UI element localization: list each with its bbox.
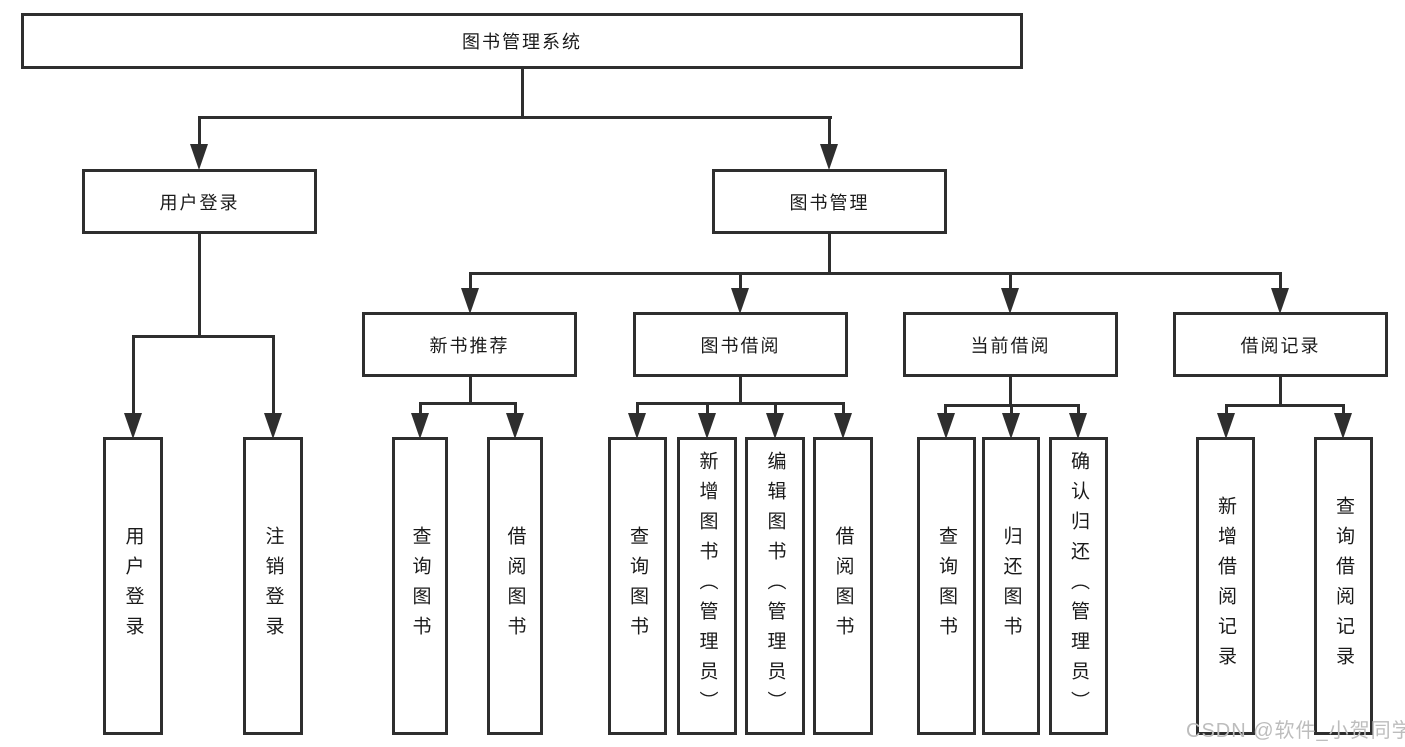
node-edit-books-admin: 编辑图书（管理员）	[745, 437, 805, 735]
connector-line	[635, 402, 639, 420]
connector-line	[468, 377, 472, 405]
connector-line	[773, 402, 777, 420]
connector-line	[1009, 404, 1013, 420]
arrow-down-icon	[461, 288, 479, 314]
arrow-down-icon	[190, 144, 208, 170]
node-book-borrowing: 图书借阅	[633, 312, 848, 377]
arrow-down-icon	[124, 413, 142, 439]
arrow-down-icon	[1001, 288, 1019, 314]
connector-line	[197, 234, 201, 337]
connector-line	[841, 402, 845, 420]
arrow-down-icon	[1334, 413, 1352, 439]
connector-line	[738, 271, 742, 294]
arrow-down-icon	[1069, 413, 1087, 439]
connector-line	[520, 68, 524, 117]
node-book-management: 图书管理	[712, 169, 947, 234]
connector-line	[1341, 404, 1345, 420]
arrow-down-icon	[628, 413, 646, 439]
arrow-down-icon	[411, 413, 429, 439]
node-add-borrow-record: 新增借阅记录	[1196, 437, 1255, 735]
connector-line	[738, 377, 742, 405]
node-logout: 注销登录	[243, 437, 303, 735]
connector-line	[1278, 271, 1282, 294]
connector-line	[1076, 404, 1080, 420]
connector-line	[418, 402, 517, 405]
connector-line	[1008, 271, 1012, 294]
arrow-down-icon	[264, 413, 282, 439]
node-confirm-return-admin: 确认归还（管理员）	[1049, 437, 1108, 735]
node-user-login-leaf: 用户登录	[103, 437, 163, 735]
connector-line	[197, 115, 201, 156]
node-borrowing-records: 借阅记录	[1173, 312, 1388, 377]
arrow-down-icon	[731, 288, 749, 314]
connector-line	[131, 334, 135, 420]
arrow-down-icon	[506, 413, 524, 439]
connector-line	[131, 334, 275, 338]
connector-line	[513, 402, 517, 420]
node-current-borrowing: 当前借阅	[903, 312, 1118, 377]
connector-line	[468, 271, 472, 294]
connector-line	[635, 402, 845, 405]
arrow-down-icon	[1217, 413, 1235, 439]
node-new-book-recommendation: 新书推荐	[362, 312, 577, 377]
connector-line	[1224, 404, 1345, 407]
connector-line	[827, 115, 831, 156]
arrow-down-icon	[937, 413, 955, 439]
connector-line	[468, 271, 1282, 275]
node-user-login: 用户登录	[82, 169, 317, 234]
node-borrow-books-recommend: 借阅图书	[487, 437, 543, 735]
connector-line	[1278, 377, 1282, 407]
arrow-down-icon	[1002, 413, 1020, 439]
arrow-down-icon	[766, 413, 784, 439]
connector-line	[418, 402, 422, 420]
connector-line	[1224, 404, 1228, 420]
node-query-books-current: 查询图书	[917, 437, 976, 735]
connector-line	[197, 115, 832, 119]
node-query-borrow-record: 查询借阅记录	[1314, 437, 1373, 735]
node-query-books-borrowing: 查询图书	[608, 437, 667, 735]
node-return-books: 归还图书	[982, 437, 1040, 735]
csdn-watermark: CSDN @软件_小贺同学	[1186, 720, 1405, 742]
node-borrow-books: 借阅图书	[813, 437, 873, 735]
node-query-books-recommend: 查询图书	[392, 437, 448, 735]
arrow-down-icon	[820, 144, 838, 170]
arrow-down-icon	[1271, 288, 1289, 314]
connector-line	[827, 234, 831, 274]
connector-line	[271, 334, 275, 420]
node-add-books-admin: 新增图书（管理员）	[677, 437, 737, 735]
node-book-management-system: 图书管理系统	[21, 13, 1023, 69]
arrow-down-icon	[834, 413, 852, 439]
connector-line	[1008, 377, 1012, 407]
connector-line	[705, 402, 709, 420]
arrow-down-icon	[698, 413, 716, 439]
connector-line	[943, 404, 947, 420]
